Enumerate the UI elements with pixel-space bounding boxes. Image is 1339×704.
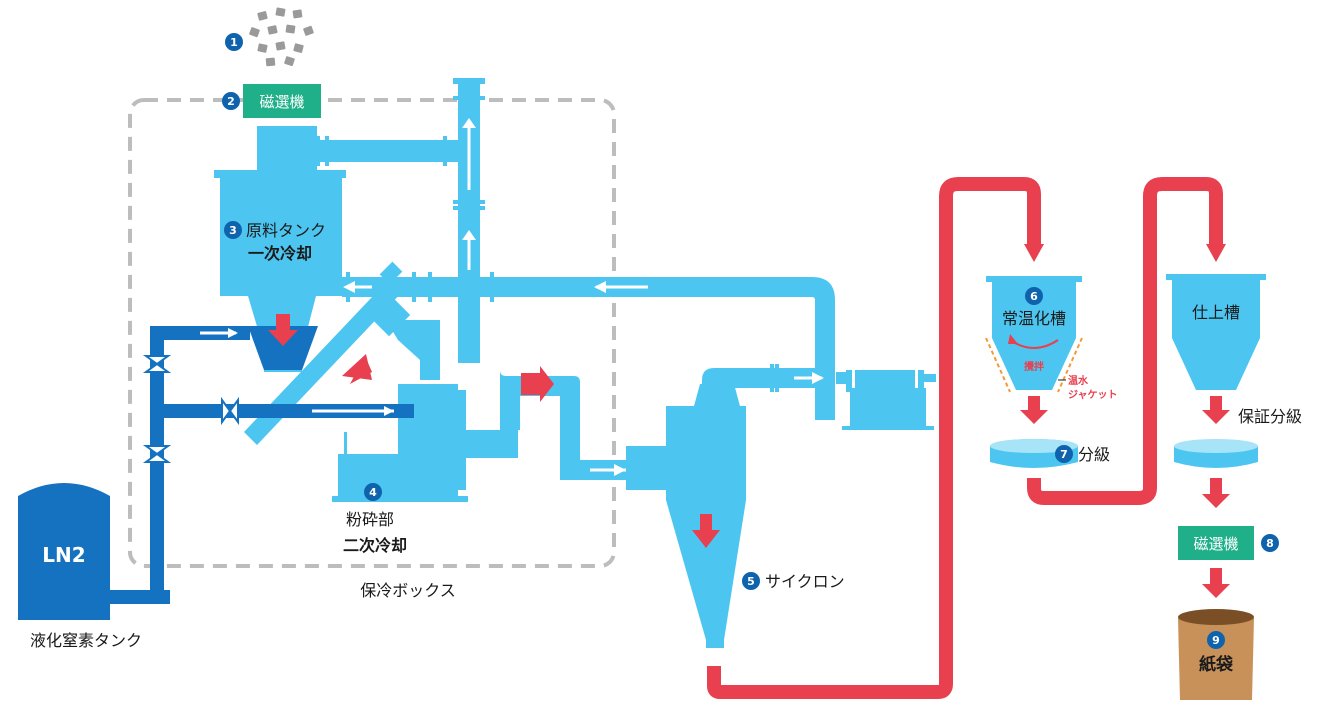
svg-text:1: 1 xyxy=(230,36,238,49)
ln2-tank-label: LN2 xyxy=(42,543,85,567)
tank-down-arrow xyxy=(268,314,298,346)
svg-text:8: 8 xyxy=(1266,537,1274,550)
svg-text:5: 5 xyxy=(747,575,755,588)
guarantee-classifier-label: 保証分級 xyxy=(1238,407,1302,426)
ln2-tank-caption: 液化窒素タンク xyxy=(30,631,142,650)
hot-transfer-line xyxy=(707,177,1041,699)
guarantee-sieve xyxy=(1174,439,1258,468)
tank-coolant-level xyxy=(248,326,318,370)
svg-text:9: 9 xyxy=(1212,634,1220,647)
step-5-badge: 5 xyxy=(742,572,760,590)
svg-text:3: 3 xyxy=(229,224,237,237)
jacket-line-right xyxy=(1057,337,1083,393)
magnetic-separator-bottom-label: 磁選機 xyxy=(1193,535,1238,553)
raw-material-tank xyxy=(214,126,346,372)
cold-box-boundary xyxy=(128,98,616,568)
secondary-cooling-label: 二次冷却 xyxy=(343,536,407,555)
raw-material-pellets-icon xyxy=(249,7,314,67)
upper-pipe xyxy=(320,140,460,162)
outlet-pipe xyxy=(458,370,630,480)
cyclone-separator xyxy=(626,384,746,648)
finish-down-arrow xyxy=(1202,396,1230,424)
cyclone-down-arrow xyxy=(692,514,720,548)
step-1-badge: 1 xyxy=(225,33,243,51)
magnetic-separator-top xyxy=(243,84,321,118)
primary-cooling-label: 一次冷却 xyxy=(248,244,312,263)
outlet-right-arrow xyxy=(521,366,554,402)
blower-unit xyxy=(836,370,936,430)
raw-tank-label: 原料タンク xyxy=(246,221,326,240)
cyclone-label: サイクロン xyxy=(765,572,845,591)
ambient-down-arrow xyxy=(1020,396,1048,424)
ambient-tank-label: 常温化槽 xyxy=(1002,309,1066,328)
grinder-label: 粉砕部 xyxy=(346,510,394,529)
magnetic-separator-label: 磁選機 xyxy=(259,93,304,111)
svg-text:7: 7 xyxy=(1060,448,1068,461)
cold-box-label: 保冷ボックス xyxy=(360,581,456,600)
step-7-badge: 7 xyxy=(1055,445,1073,463)
svg-text:6: 6 xyxy=(1030,290,1038,303)
step-9-badge: 9 xyxy=(1207,631,1225,649)
svg-text:2: 2 xyxy=(227,95,235,108)
paper-bag-label: 紙袋 xyxy=(1199,654,1234,675)
jacket-line-left xyxy=(985,337,1011,393)
finishing-tank-label: 仕上槽 xyxy=(1192,303,1240,322)
paper-bag xyxy=(1178,609,1254,700)
jacket-label-2: ジャケット xyxy=(1068,389,1118,401)
magnetic-separator-bottom xyxy=(1178,526,1254,560)
step-4-badge: 4 xyxy=(364,483,382,501)
valve-icon xyxy=(142,355,239,463)
step-3-badge: 3 xyxy=(224,221,242,239)
step-8-badge: 8 xyxy=(1261,534,1279,552)
ln2-tank xyxy=(18,483,110,620)
stir-label: 攪拌 xyxy=(1024,360,1044,373)
jacket-label-1: 温水 xyxy=(1068,374,1089,387)
classifier-label: 分級 xyxy=(1078,445,1110,464)
step-2-badge: 2 xyxy=(222,92,240,110)
finishing-tank xyxy=(1166,274,1266,390)
svg-text:4: 4 xyxy=(369,486,377,499)
classifier-transfer-line xyxy=(1027,177,1223,505)
ambient-tank xyxy=(986,276,1082,390)
step-6-badge: 6 xyxy=(1025,287,1043,305)
blower-pipe xyxy=(702,364,830,392)
